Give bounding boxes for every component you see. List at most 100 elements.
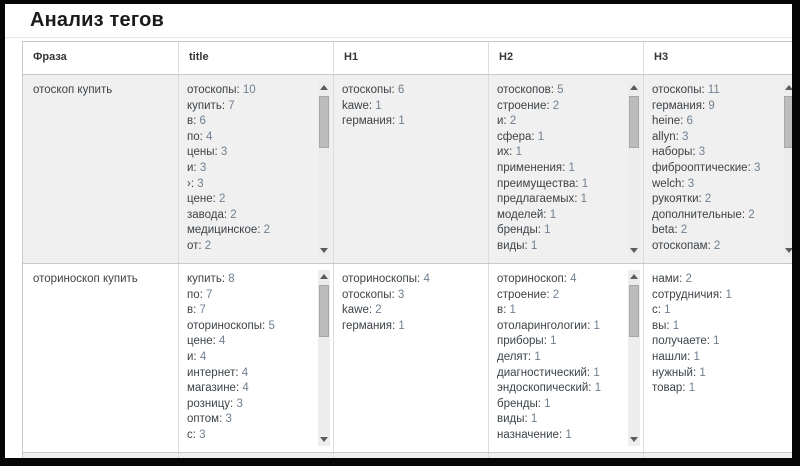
tag-word: цены: [187,146,218,159]
tag-count: 2 [215,193,226,206]
tag-word: бренды: [497,224,541,237]
tag-count: 1 [660,304,671,317]
tag-word: в: [497,304,507,317]
phrase-cell: отоскоп купить [33,84,113,96]
tag-item: купить: 8 [187,272,313,288]
tag-item: назначение: 1 [497,428,623,444]
tag-item: завода: 2 [187,208,313,224]
scroll-down-icon[interactable] [630,437,638,442]
table-header-row: Фраза title H1 H2 H3 [23,42,792,74]
tag-word: в: [187,304,197,317]
tag-word: и: [187,350,197,363]
tag-word: отоскопов: [497,84,554,96]
tag-count: 3 [195,428,206,441]
tag-word: heine: [652,115,684,128]
partial-cell [178,453,333,458]
tag-item: диагностический: 1 [497,366,623,382]
scroll-up-icon[interactable] [630,274,638,279]
tag-word: от: [187,239,202,252]
tag-word: нашли: [652,350,691,363]
tag-item: отоскопы: 6 [342,83,468,99]
tag-item: строение: 2 [497,288,623,304]
tag-item: цене: 4 [187,334,313,350]
tag-item: эндоскопический: 1 [497,381,623,397]
scrollbar[interactable] [628,81,640,257]
scrollbar[interactable] [318,81,330,257]
column-header-title: title [178,42,333,74]
tag-item: и: 3 [187,161,313,177]
tag-word: сфера: [497,130,535,143]
tag-item: их: 1 [497,145,623,161]
tag-word: рукоятки: [652,193,702,206]
tag-item: в: 1 [497,303,623,319]
scrollbar[interactable] [318,270,330,446]
column-header-phrase: Фраза [33,51,67,63]
tag-item: купить: 7 [187,99,313,115]
tag-count: 1 [669,319,680,332]
scroll-down-icon[interactable] [785,248,792,253]
scrollbar[interactable] [783,81,792,257]
tag-count: 2 [506,115,517,128]
tag-count: 4 [238,366,249,379]
scroll-down-icon[interactable] [630,248,638,253]
tag-count: 3 [695,146,706,159]
tag-item: цене: 2 [187,192,313,208]
tag-count: 5 [553,84,564,96]
scrollbar[interactable] [628,270,640,446]
tag-count: 3 [678,130,689,143]
tag-word: оториноскопы: [187,319,266,332]
tag-count: 1 [590,319,600,332]
tag-word: диагностический: [497,366,591,379]
scrollbar-thumb[interactable] [784,96,792,148]
scrollbar-thumb[interactable] [629,96,639,148]
scrollbar-thumb[interactable] [319,285,329,337]
tag-item: отоскопы: 3 [342,288,468,304]
tag-count: 4 [420,273,430,285]
tag-count: 1 [591,382,602,395]
scroll-up-icon[interactable] [320,274,328,279]
tag-item: по: 7 [187,288,313,304]
scroll-down-icon[interactable] [320,248,328,253]
tag-item: kawe: 1 [342,99,468,115]
partial-cell [488,453,643,458]
scrollbar-thumb[interactable] [319,96,329,148]
tag-word: с: [652,304,661,317]
tag-item: и: 2 [497,114,623,130]
tag-word: отоскопы: [187,84,240,96]
tag-word: отоскопы: [342,84,395,96]
scroll-up-icon[interactable] [630,85,638,90]
tag-item: heine: 6 [652,114,778,130]
tag-count: 1 [395,319,405,332]
scrollbar-thumb[interactable] [629,285,639,337]
tag-count: 2 [549,99,560,112]
tag-word: бренды: [497,397,541,410]
scroll-up-icon[interactable] [785,85,792,90]
tag-word: предлагаемых: [497,193,578,206]
tag-count: 8 [225,273,235,285]
tag-count: 3 [233,397,243,410]
tag-count: 7 [202,288,213,301]
tag-word: купить: [187,99,226,112]
tag-item: allyn: 3 [652,130,778,146]
tag-word: получаете: [652,335,710,348]
scroll-down-icon[interactable] [320,437,328,442]
tag-count: 5 [265,319,275,332]
tag-count: 1 [527,239,538,252]
tag-word: kawe: [342,99,373,112]
tag-word: германия: [652,99,706,112]
tag-count: 4 [566,273,577,285]
scroll-up-icon[interactable] [320,85,328,90]
partial-cell [23,453,178,458]
